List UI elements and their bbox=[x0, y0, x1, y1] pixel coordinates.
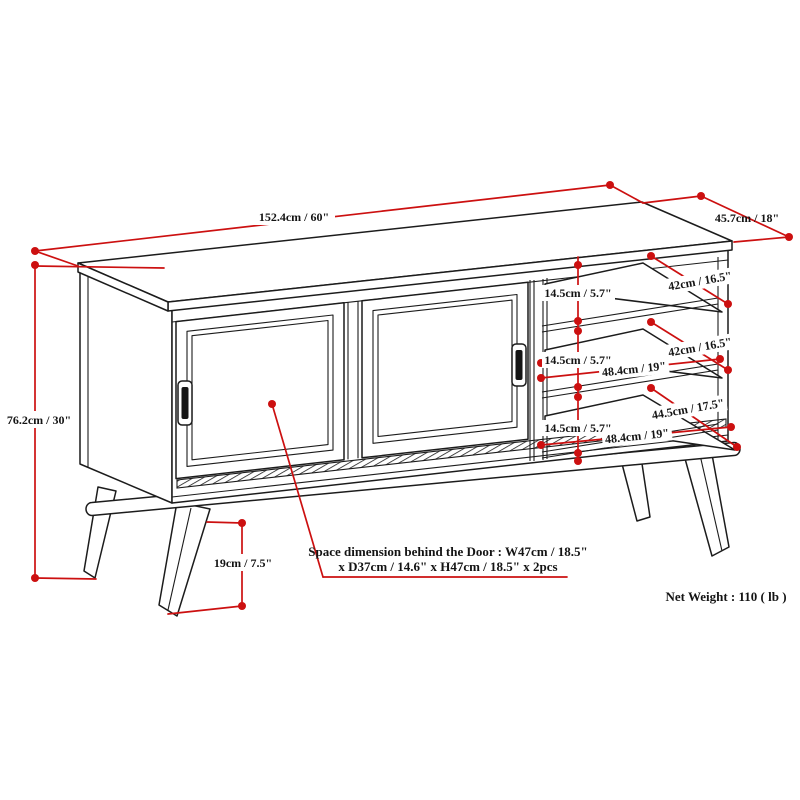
shelf-1-front-edge-top bbox=[541, 297, 719, 327]
height-label: 76.2cm / 30" bbox=[7, 413, 71, 427]
door-space-note-line1: Space dimension behind the Door : W47cm … bbox=[308, 544, 587, 559]
top-slab bbox=[77, 201, 733, 312]
shelf-width-label-2: 48.4cm / 19" bbox=[604, 426, 669, 447]
top-slab-left-edge bbox=[77, 262, 169, 312]
shelf-compartment bbox=[529, 257, 736, 461]
back-right-leg bbox=[620, 456, 651, 522]
right-door bbox=[361, 281, 529, 459]
net-weight-note: Net Weight : 110 ( lb ) bbox=[665, 589, 786, 604]
width-label: 152.4cm / 60" bbox=[259, 210, 329, 224]
shelf-width-label-1: 48.4cm / 19" bbox=[601, 359, 666, 380]
dimension-labels: 152.4cm / 60" 45.7cm / 18" 76.2cm / 30" … bbox=[2, 208, 787, 604]
cabinet-drawing bbox=[77, 201, 741, 617]
shelf-gap-label-3: 14.5cm / 5.7" bbox=[544, 421, 611, 435]
front-right-leg-ridge bbox=[699, 454, 723, 552]
left-door bbox=[175, 302, 345, 480]
front-left-leg-ridge bbox=[167, 507, 192, 611]
door-space-note-line2: x D37cm / 14.6" x H47cm / 18.5" x 2pcs bbox=[338, 559, 557, 574]
front-left-leg bbox=[158, 501, 211, 617]
right-door-panel-outer bbox=[372, 293, 518, 444]
front-right-leg bbox=[683, 448, 730, 557]
right-door-panel-inner bbox=[377, 299, 513, 438]
shelf-gap-label-1: 14.5cm / 5.7" bbox=[544, 286, 611, 300]
sliding-doors bbox=[175, 281, 529, 480]
depth-dimension bbox=[642, 192, 793, 243]
leg-height-label: 19cm / 7.5" bbox=[214, 556, 272, 570]
shelf-1-front-edge-bottom bbox=[541, 303, 719, 333]
shelf-2-front-edge-bottom bbox=[541, 369, 719, 399]
right-door-handle-bar bbox=[515, 350, 523, 380]
shelf-2-front-edge-top bbox=[541, 363, 719, 393]
bottom-rail-line bbox=[171, 434, 729, 498]
shelf-gap-label-2: 14.5cm / 5.7" bbox=[544, 353, 611, 367]
door-space-leader bbox=[268, 400, 568, 578]
depth-label: 45.7cm / 18" bbox=[715, 211, 779, 225]
left-door-handle-bar bbox=[181, 387, 189, 419]
